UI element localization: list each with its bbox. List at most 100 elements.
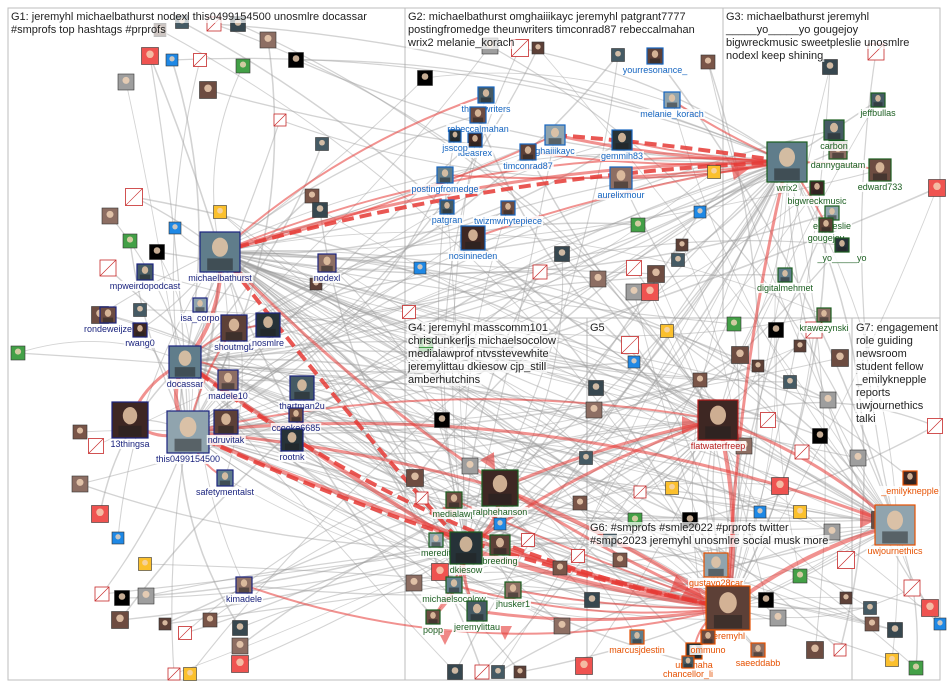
minor-node[interactable] xyxy=(431,563,449,581)
minor-node[interactable] xyxy=(235,58,251,74)
node-breeding[interactable]: breeding xyxy=(481,534,519,566)
node-michaelsocolow[interactable]: michaelsocolow xyxy=(421,576,488,604)
minor-node[interactable] xyxy=(413,261,427,275)
minor-node[interactable] xyxy=(405,574,423,592)
node-omghaiiikayc[interactable]: ghaiiikayc xyxy=(534,124,577,156)
minor-node[interactable] xyxy=(812,428,828,444)
node-bigwreckmusic[interactable]: bigwreckmusic xyxy=(786,180,849,206)
node-popp[interactable]: popp xyxy=(421,609,445,635)
minor-node[interactable] xyxy=(493,517,507,531)
minor-node[interactable] xyxy=(183,667,197,681)
node-safetymentalst[interactable]: safetymentalst xyxy=(194,469,256,497)
node-rwang0[interactable]: rwang0 xyxy=(124,322,156,348)
minor-node[interactable] xyxy=(94,586,110,602)
minor-node[interactable] xyxy=(837,551,855,569)
minor-node[interactable] xyxy=(771,477,789,495)
minor-node[interactable] xyxy=(839,591,853,605)
node-carbon[interactable]: carbon xyxy=(819,119,849,151)
minor-node[interactable] xyxy=(627,355,641,369)
node-edward733[interactable]: edward733 xyxy=(856,158,904,192)
minor-node[interactable] xyxy=(863,601,877,615)
node-andruvitak[interactable]: ndruvitak xyxy=(206,409,246,445)
minor-node[interactable] xyxy=(692,372,708,388)
minor-node[interactable] xyxy=(312,202,328,218)
minor-node[interactable] xyxy=(707,165,721,179)
node-unosmlre[interactable]: nosmlre xyxy=(250,312,286,348)
node-kimadele[interactable]: kimadele xyxy=(224,576,264,604)
minor-node[interactable] xyxy=(178,626,192,640)
minor-node[interactable] xyxy=(101,207,119,225)
node-rootnk[interactable]: rootnk xyxy=(278,428,307,462)
minor-node[interactable] xyxy=(165,53,179,67)
minor-node[interactable] xyxy=(71,475,89,493)
minor-node[interactable] xyxy=(273,113,287,127)
minor-node[interactable] xyxy=(213,205,227,219)
minor-node[interactable] xyxy=(415,491,429,505)
minor-node[interactable] xyxy=(903,579,921,597)
minor-node[interactable] xyxy=(125,188,143,206)
node-gougejoy[interactable]: gougejoy xyxy=(806,217,846,243)
minor-node[interactable] xyxy=(753,505,767,519)
node-dkiesow[interactable]: dkiesow xyxy=(448,531,484,575)
minor-node[interactable] xyxy=(849,449,867,467)
minor-node[interactable] xyxy=(671,253,685,267)
minor-node[interactable] xyxy=(833,643,847,657)
node-rondeweijze[interactable]: rondeweijze xyxy=(82,306,134,334)
minor-node[interactable] xyxy=(579,451,593,465)
minor-node[interactable] xyxy=(794,444,810,460)
minor-node[interactable] xyxy=(660,324,674,338)
minor-node[interactable] xyxy=(908,660,924,676)
node-nosinineden[interactable]: nosinineden xyxy=(447,225,499,261)
minor-node[interactable] xyxy=(417,70,433,86)
node-melanie-korach[interactable]: melanie_korach xyxy=(639,91,705,119)
node-gustavo[interactable]: gustavo28car xyxy=(687,552,745,588)
node-emilyknepple[interactable]: _emilyknepple xyxy=(879,470,940,496)
minor-node[interactable] xyxy=(447,664,463,680)
node-rebeccalmahan[interactable]: rebeccalmahan xyxy=(446,106,510,134)
node-ralphehanson[interactable]: ralphehanson xyxy=(471,469,529,517)
minor-node[interactable] xyxy=(138,557,152,571)
minor-node[interactable] xyxy=(693,205,707,219)
minor-node[interactable] xyxy=(532,264,548,280)
minor-node[interactable] xyxy=(72,424,88,440)
minor-node[interactable] xyxy=(630,217,646,233)
minor-node[interactable] xyxy=(137,587,155,605)
minor-node[interactable] xyxy=(933,617,947,631)
minor-node[interactable] xyxy=(611,48,625,62)
node-13thingsa[interactable]: 13thingsa xyxy=(109,401,151,449)
minor-node[interactable] xyxy=(91,505,109,523)
minor-node[interactable] xyxy=(751,359,765,373)
node-yo-yo[interactable]: _yo_____yo xyxy=(815,237,868,263)
node-thartman2u[interactable]: thartman2u xyxy=(278,375,326,411)
minor-node[interactable] xyxy=(572,495,588,511)
node-ideasrex[interactable]: ideasrex xyxy=(456,132,494,158)
node-krawezynski[interactable]: krawezynski xyxy=(798,307,850,333)
minor-node[interactable] xyxy=(793,339,807,353)
minor-node[interactable] xyxy=(461,457,479,475)
node-michaelbathurst[interactable]: michaelbathurst xyxy=(187,231,254,283)
node-saeeddabb[interactable]: saeeddabb xyxy=(734,642,782,668)
minor-node[interactable] xyxy=(625,283,643,301)
minor-node[interactable] xyxy=(167,667,181,681)
minor-node[interactable] xyxy=(111,611,129,629)
minor-node[interactable] xyxy=(158,617,172,631)
minor-node[interactable] xyxy=(783,375,797,389)
minor-node[interactable] xyxy=(621,336,639,354)
node-docassar[interactable]: docassar xyxy=(165,345,205,389)
node-chancellor-li[interactable]: chancellor_li xyxy=(661,655,715,679)
node-aurelixmour[interactable]: aurelixmour xyxy=(596,166,646,200)
minor-node[interactable] xyxy=(231,637,249,655)
minor-node[interactable] xyxy=(768,322,784,338)
minor-node[interactable] xyxy=(769,609,787,627)
minor-node[interactable] xyxy=(231,655,249,673)
node-medialawprof[interactable]: medialawp xyxy=(431,491,477,519)
minor-node[interactable] xyxy=(575,657,593,675)
minor-node[interactable] xyxy=(887,622,903,638)
minor-node[interactable] xyxy=(122,233,138,249)
minor-node[interactable] xyxy=(806,641,824,659)
minor-node[interactable] xyxy=(315,137,329,151)
minor-node[interactable] xyxy=(700,54,716,70)
minor-node[interactable] xyxy=(521,533,535,547)
node-uwjournethics[interactable]: uwjournethics xyxy=(866,504,925,556)
minor-node[interactable] xyxy=(589,270,607,288)
